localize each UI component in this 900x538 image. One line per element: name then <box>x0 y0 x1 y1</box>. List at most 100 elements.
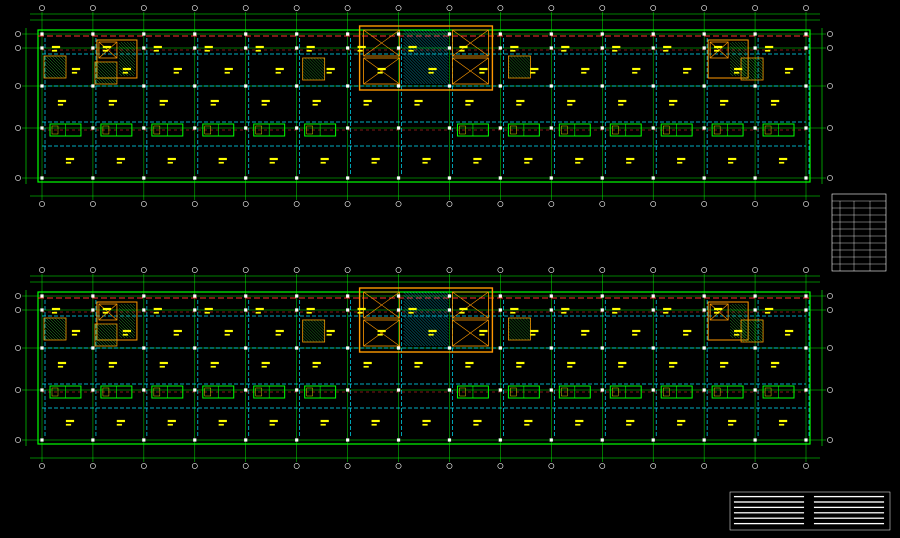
room-label-box <box>510 387 517 397</box>
annotation-mark <box>377 67 386 71</box>
structural-column <box>651 84 655 88</box>
structural-column <box>244 346 248 350</box>
room-label-box <box>663 387 670 397</box>
room-label-box <box>204 125 212 135</box>
structural-column <box>549 388 553 392</box>
axis-bubble-icon <box>90 463 96 469</box>
structural-column <box>142 294 146 298</box>
stair-core-icon <box>358 287 494 353</box>
axis-bubble-icon <box>497 463 504 469</box>
axis-bubble-icon <box>599 463 606 469</box>
annotation-mark <box>626 419 635 423</box>
structural-column <box>447 46 452 50</box>
annotation-mark <box>275 71 281 74</box>
annotation-mark <box>618 103 624 106</box>
structural-column <box>193 46 197 50</box>
annotation-mark <box>210 99 219 103</box>
axis-bubble-icon <box>650 5 657 11</box>
annotation-mark <box>306 307 315 311</box>
structural-column <box>244 32 248 36</box>
annotation-mark <box>116 161 123 164</box>
structural-column <box>549 84 553 88</box>
structural-column <box>549 346 553 350</box>
axis-bubble-icon <box>191 201 198 207</box>
axis-bubble-icon <box>293 463 300 469</box>
structural-column <box>40 46 44 50</box>
stair-core-icon <box>358 25 494 91</box>
annotation-mark <box>326 333 332 336</box>
annotation-mark <box>357 49 363 52</box>
note-line <box>813 517 885 519</box>
annotation-mark <box>567 361 576 365</box>
annotation-mark <box>422 419 431 423</box>
hatch-pattern <box>508 55 531 79</box>
structural-column <box>346 84 350 88</box>
annotation-mark <box>167 419 176 423</box>
annotation-mark <box>575 157 584 161</box>
structural-column <box>804 438 808 442</box>
annotation-mark <box>575 419 584 423</box>
annotation-mark <box>530 329 539 333</box>
structural-column <box>244 176 248 180</box>
structural-column <box>142 438 146 442</box>
structural-column <box>447 84 452 88</box>
annotation-mark <box>778 161 785 164</box>
axis-bubble-icon <box>90 201 96 207</box>
structural-column <box>346 176 350 180</box>
structural-column <box>40 388 44 392</box>
structural-column <box>651 388 655 392</box>
annotation-mark <box>320 157 329 161</box>
note-line <box>733 501 805 503</box>
structural-column <box>91 438 95 442</box>
structural-column <box>142 346 146 350</box>
annotation-mark <box>714 45 723 49</box>
structural-column <box>244 438 248 442</box>
annotation-mark <box>561 49 567 52</box>
annotation-mark <box>153 49 159 52</box>
annotation-mark <box>720 99 729 103</box>
note-line <box>813 501 885 503</box>
note-line <box>813 506 885 509</box>
annotation-mark <box>632 329 641 333</box>
annotation-mark <box>371 419 380 423</box>
structural-column <box>142 388 146 392</box>
annotation-mark <box>102 311 109 314</box>
annotation-mark <box>102 45 112 49</box>
annotation-mark <box>626 423 632 426</box>
structural-column <box>549 438 553 442</box>
annotation-mark <box>414 99 423 103</box>
hatch-pattern <box>508 317 531 341</box>
annotation-mark <box>663 49 669 52</box>
room-label-box <box>51 387 59 397</box>
annotation-mark <box>414 365 420 368</box>
annotation-mark <box>261 103 267 106</box>
annotation-mark <box>408 45 417 49</box>
annotation-mark <box>770 99 780 103</box>
annotation-mark <box>626 157 635 161</box>
annotation-mark <box>459 49 465 52</box>
annotation-mark <box>377 71 383 74</box>
axis-bubble-icon <box>701 201 708 207</box>
structural-column <box>651 126 655 130</box>
axis-bubble-icon <box>242 463 249 469</box>
annotation-mark <box>714 307 723 311</box>
structural-column <box>40 84 44 88</box>
annotation-mark <box>581 333 587 336</box>
annotation-mark <box>210 103 216 106</box>
annotation-mark <box>218 419 227 423</box>
note-line <box>733 495 805 498</box>
annotation-mark <box>269 423 275 426</box>
annotation-mark <box>306 311 312 314</box>
annotation-mark <box>677 161 683 164</box>
structural-column <box>91 32 95 36</box>
structural-column <box>702 126 706 130</box>
structural-column <box>346 388 350 392</box>
structural-column <box>651 46 655 50</box>
axis-bubble-icon <box>752 201 758 207</box>
structural-column <box>702 176 706 180</box>
annotation-mark <box>770 103 777 106</box>
annotation-mark <box>357 307 366 311</box>
axis-bubble-icon <box>242 5 249 11</box>
structural-column <box>193 126 197 130</box>
structural-column <box>498 346 502 350</box>
